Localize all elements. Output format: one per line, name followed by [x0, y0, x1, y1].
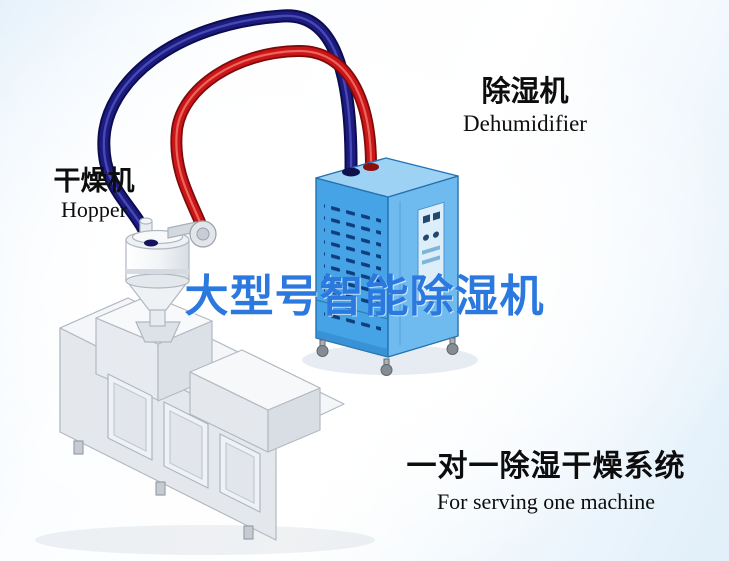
panel-button [433, 211, 440, 221]
dryer-label-en: Hopper [61, 197, 127, 223]
extruder-machine [35, 294, 375, 555]
dryer-label-cn: 干燥机 [53, 166, 135, 196]
blower-hub [196, 227, 210, 241]
pipe-red [170, 44, 378, 246]
blower [167, 220, 217, 248]
cabinet-casters [316, 337, 459, 376]
dehumidifier-label-cn: 除湿机 [481, 76, 569, 108]
hopper-pipe-flange [144, 239, 158, 247]
cabinet-control-panel [399, 201, 445, 346]
machine-feet [73, 440, 254, 540]
machine-doors [107, 373, 261, 513]
cabinet-top-face [315, 157, 459, 198]
dehumidifier-unit [302, 157, 478, 376]
headline-text: 大型号智能除湿机 [184, 272, 545, 321]
system-label-cn: 一对一除湿干燥系统 [406, 450, 686, 483]
machine-shadow [35, 525, 375, 555]
dehumidifier-label-en: Dehumidifier [463, 111, 587, 137]
panel-knob [423, 234, 429, 241]
cabinet-shadow [302, 345, 478, 375]
dehumidifier-label: 除湿机 Dehumidifier [452, 76, 598, 137]
panel-button [423, 214, 430, 224]
system-label: 一对一除湿干燥系统 For serving one machine [398, 450, 694, 514]
pipe-flange-red [363, 163, 379, 171]
panel-knob [433, 231, 439, 238]
cabinet-vent-grid [316, 196, 388, 358]
dryer-label: 干燥机 Hopper [44, 166, 144, 223]
pipe-flange-blue [342, 167, 360, 177]
system-label-en: For serving one machine [436, 488, 656, 514]
